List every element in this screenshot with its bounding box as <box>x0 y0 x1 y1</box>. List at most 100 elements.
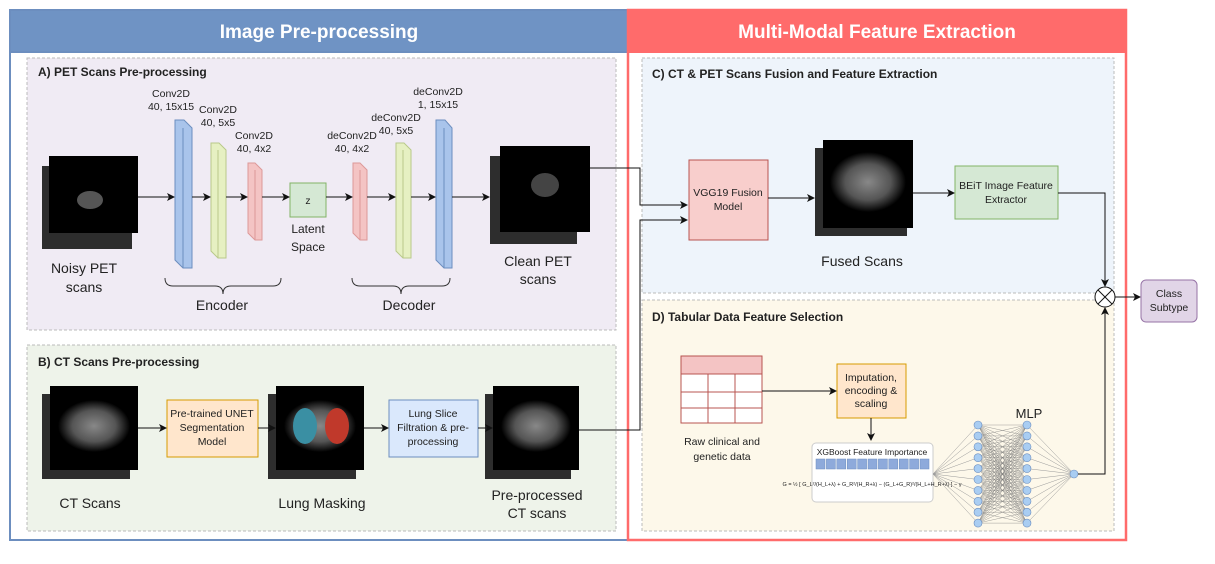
layer-6-params: 1, 15x15 <box>418 99 458 111</box>
mlp-to-fusion-arrow <box>1078 307 1109 475</box>
mlp-edge <box>932 446 979 475</box>
mlp-edge <box>932 468 979 475</box>
deconv-layer-3 <box>435 119 453 269</box>
section-d-tabular: D) Tabular Data Feature Selection Raw cl… <box>641 299 1115 532</box>
mlp-node <box>973 420 983 430</box>
mlp-edge <box>977 501 1028 524</box>
mlp-edge <box>977 512 1028 524</box>
mlp-node <box>1022 518 1032 528</box>
mlp-node <box>1022 464 1032 473</box>
noisy-pet-image <box>42 156 138 249</box>
importance-cell <box>919 458 930 470</box>
mlp-edge <box>1026 473 1075 513</box>
unet-line-1: Pre-trained UNET <box>170 408 254 420</box>
mlp-edge <box>1026 473 1075 524</box>
importance-cell <box>888 458 899 470</box>
layer-1-name: Conv2D <box>152 88 190 100</box>
circle-times-icon <box>1094 286 1116 308</box>
mlp-edge <box>977 424 1028 491</box>
mlp-edge <box>932 457 979 475</box>
layer-4-name: deConv2D <box>327 130 377 142</box>
mlp-edge <box>977 424 1028 480</box>
mlp-label: MLP <box>1016 406 1043 421</box>
importance-cell <box>909 458 919 470</box>
mlp-node <box>973 486 983 495</box>
mlp-edge <box>932 435 979 475</box>
mlp-edge <box>1026 424 1075 475</box>
mlp-node <box>1022 507 1032 517</box>
mlp-node <box>1022 475 1032 484</box>
mlp-edge <box>932 473 979 502</box>
class-label-2: Subtype <box>1150 302 1189 314</box>
lung-masking-label: Lung Masking <box>278 495 365 511</box>
layer-3-params: 40, 4x2 <box>237 143 272 155</box>
vgg-line-1: VGG19 Fusion <box>693 187 763 199</box>
clean-pet-image <box>490 146 590 244</box>
unet-box <box>166 399 259 458</box>
deconv-layer-2 <box>395 142 412 259</box>
mlp-edge <box>1026 446 1075 475</box>
impute-line-3: scaling <box>855 398 888 410</box>
beit-line-2: Extractor <box>985 194 1028 206</box>
mlp-edge <box>977 424 1028 524</box>
preprocessed-label-2: CT scans <box>508 505 567 521</box>
cross-panel-connectors <box>579 167 1141 475</box>
mlp-edge <box>977 424 1028 437</box>
mlp-edge <box>977 424 1028 447</box>
mlp-node <box>973 442 983 452</box>
layer-5-params: 40, 5x5 <box>379 125 414 137</box>
mlp-node <box>973 496 983 506</box>
mlp-edge <box>932 473 979 513</box>
mlp-node <box>1022 486 1032 495</box>
conv-layer-1 <box>174 119 193 269</box>
section-d-title: D) Tabular Data Feature Selection <box>652 310 843 324</box>
mlp-edge <box>977 468 1028 524</box>
layer-4-params: 40, 4x2 <box>335 143 370 155</box>
lung-masking-image <box>268 386 364 479</box>
slice-line-2: Filtration & pre- <box>397 422 469 434</box>
preprocessed-ct-image <box>485 386 579 479</box>
section-c-fusion: C) CT & PET Scans Fusion and Feature Ext… <box>641 57 1115 294</box>
raw-data-label: Raw clinical and <box>684 436 760 448</box>
beit-to-fusion-arrow <box>1058 192 1109 287</box>
deconv-layer-1 <box>352 162 368 241</box>
raw-data-table-icon <box>680 355 763 424</box>
conv-layer-2 <box>210 142 227 259</box>
clean-pet-label: Clean PET <box>504 253 572 269</box>
layer-1-params: 40, 15x15 <box>148 101 194 113</box>
decoder-brace <box>351 277 451 295</box>
mlp-edge <box>932 473 979 524</box>
panel-title-left: Image Pre-processing <box>220 22 419 43</box>
raw-data-label-2: genetic data <box>693 451 750 463</box>
mlp-node <box>973 518 983 528</box>
mlp-network <box>932 420 1079 528</box>
impute-line-1: Imputation, <box>845 372 897 384</box>
mlp-node <box>1022 453 1032 463</box>
mlp-node <box>1022 420 1032 430</box>
latent-symbol: z <box>305 195 310 207</box>
section-b-ct: B) CT Scans Pre-processing CT Scans Pre-… <box>26 344 617 532</box>
mlp-edge <box>932 473 979 491</box>
mlp-edge <box>977 424 1028 502</box>
noisy-pet-label: Noisy PET <box>51 260 118 276</box>
mlp-node <box>1022 442 1032 452</box>
latent-label-2: Space <box>291 240 325 254</box>
importance-cell <box>878 458 888 470</box>
section-a-title: A) PET Scans Pre-processing <box>38 65 207 79</box>
mlp-edge <box>1026 473 1075 480</box>
xgb-formula: G = ½ [ G_L²/(H_L+λ) + G_R²/(H_R+λ) − (G… <box>783 481 962 488</box>
mlp-edge <box>977 424 1028 469</box>
mlp-node <box>973 431 983 441</box>
imputation-box <box>836 363 907 419</box>
fused-scans-label: Fused Scans <box>821 253 903 269</box>
latent-z-box <box>289 182 327 218</box>
class-label: Class <box>1156 288 1182 300</box>
mlp-node <box>973 507 983 517</box>
noisy-pet-label-2: scans <box>66 279 103 295</box>
ct-scans-label: CT Scans <box>59 495 120 511</box>
mlp-edge <box>977 457 1028 524</box>
mlp-edge <box>1026 457 1075 475</box>
clean-pet-label-2: scans <box>520 271 557 287</box>
preprocessed-label: Pre-processed <box>491 487 582 503</box>
